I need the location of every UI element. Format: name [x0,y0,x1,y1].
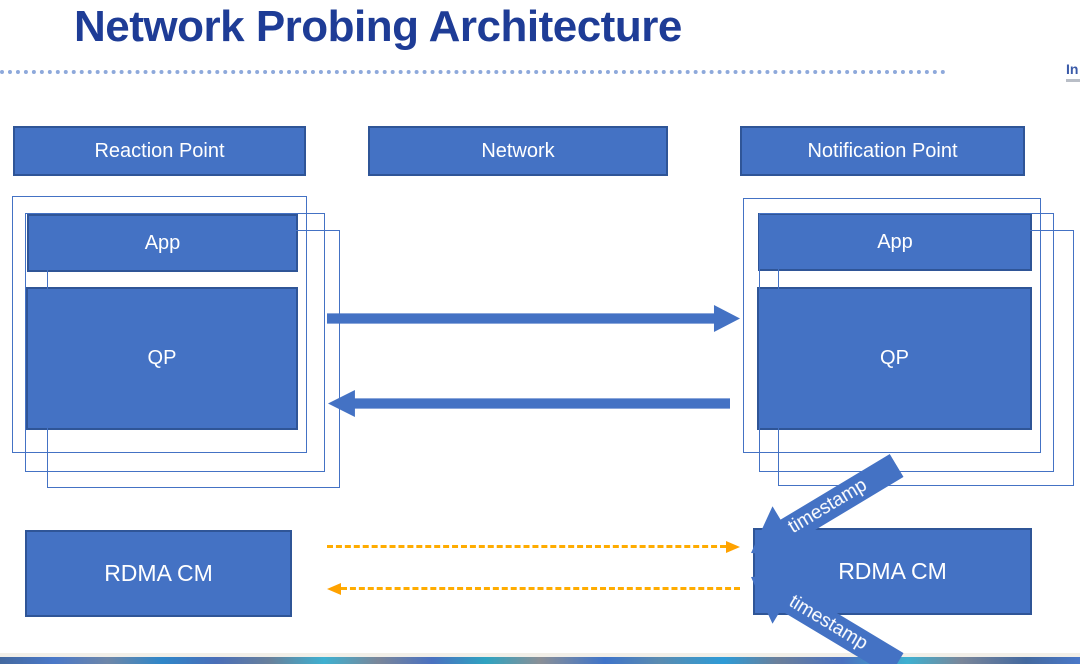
arrow-right-icon [327,305,740,332]
reaction-point-qp-box: QP [26,287,298,430]
bottom-photo-strip [0,657,1080,664]
notification-point-app-label: App [877,230,913,253]
dashed-arrow-right-line [327,545,726,548]
logo-fragment-text: In [1066,61,1079,77]
reaction-point-stack-outline-1 [12,196,307,453]
header-network-label: Network [481,139,555,162]
reaction-point-app-label: App [144,231,181,254]
header-notification-point: Notification Point [740,126,1025,176]
notification-point-rdma-cm-label: RDMA CM [838,558,947,584]
notification-point-stack-outline-2 [759,213,1054,472]
header-reaction-point-label: Reaction Point [94,139,225,162]
notification-point-qp-label: QP [880,347,909,369]
notification-point-app-box: App [758,213,1032,271]
dashed-arrow-right-head-icon [726,541,740,553]
reaction-point-stack-outline-3 [47,230,340,488]
dashed-arrow-left-line [341,587,740,590]
header-network: Network [368,126,668,176]
bottom-strip-border [0,653,1080,657]
dashed-arrow-left-head-icon [327,583,341,595]
notification-point-stack-outline-1 [743,198,1041,453]
reaction-point-rdma-cm-label: RDMA CM [104,560,213,586]
page-title: Network Probing Architecture [74,2,682,51]
reaction-point-app-box: App [27,214,298,272]
reaction-point-rdma-cm-box: RDMA CM [25,530,292,617]
logo-fragment: In [1066,62,1080,82]
reaction-point-stack-outline-2 [25,213,325,472]
notification-point-stack-outline-3 [778,230,1074,486]
arrow-left-icon [328,390,730,417]
reaction-point-qp-label: QP [147,347,177,369]
header-reaction-point: Reaction Point [13,126,306,176]
logo-fragment-subline [1066,79,1080,82]
header-notification-point-label: Notification Point [807,139,958,162]
notification-point-qp-box: QP [757,287,1032,430]
dotted-divider [0,70,946,74]
